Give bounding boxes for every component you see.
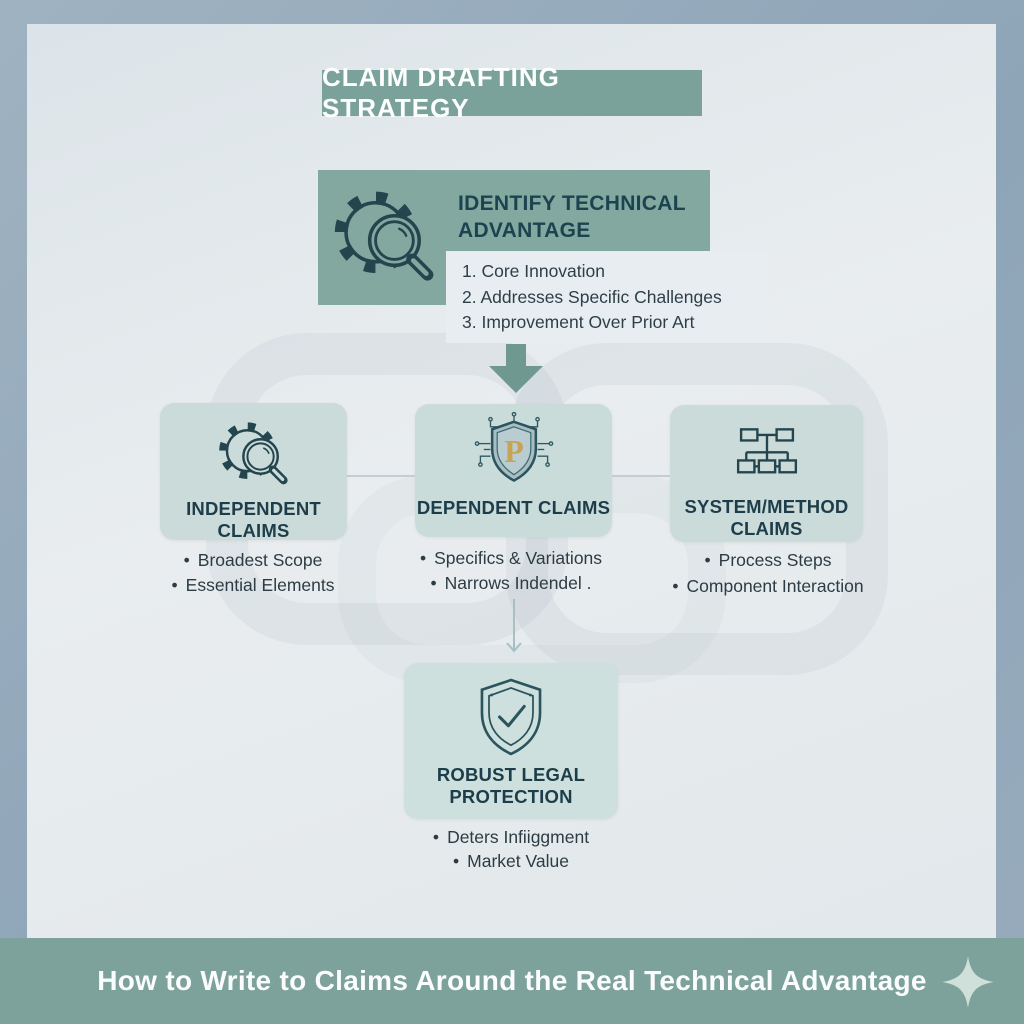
dependent-claims-card: DEPENDENT CLAIMS (415, 404, 612, 537)
gear-magnifier-icon (213, 413, 295, 495)
identify-criteria-list: 1. Core Innovation 2. Addresses Specific… (446, 251, 768, 343)
identify-advantage-title: IDENTIFY TECHNICAL ADVANTAGE (458, 192, 686, 242)
robust-legal-protection-card: ROBUST LEGAL PROTECTION (404, 663, 618, 819)
gear-magnifier-icon (326, 178, 444, 296)
footer-caption: How to Write to Claims Around the Real T… (97, 965, 927, 996)
dependent-claims-bullets: Specifics & Variations Narrows Indendel … (405, 546, 617, 596)
sparkle-icon (940, 954, 996, 1010)
list-item-1: 1. Core Innovation (462, 261, 606, 281)
bullet-item: Broadest Scope (153, 548, 353, 573)
bullet-item: Market Value (404, 849, 618, 873)
bullet-text: Specifics & Variations (434, 548, 603, 568)
bullet-item: Deters Infiiggment (404, 825, 618, 849)
bullet-text: Broadest Scope (197, 550, 323, 570)
bullet-text: Market Value (467, 851, 569, 871)
bullet-text: Essential Elements (185, 575, 335, 595)
connector-line-right (612, 475, 670, 477)
system-method-claims-title: SYSTEM/METHOD CLAIMS (684, 496, 849, 539)
bullet-text: Component Interaction (686, 576, 864, 596)
thin-down-arrow-icon (506, 599, 522, 653)
outcome-bullets: Deters Infiiggment Market Value (404, 825, 618, 873)
list-item-3: 3. Improvement Over Prior Art (462, 312, 695, 332)
bullet-item: Component Interaction (660, 573, 876, 599)
independent-claims-title: INDEPENDENT CLAIMS (186, 498, 321, 541)
connector-line-left (347, 475, 415, 477)
shield-check-icon (467, 673, 555, 761)
page-title: CLAIM DRAFTING STRATEGY (322, 62, 560, 123)
system-method-claims-bullets: Process Steps Component Interaction (660, 547, 876, 599)
footer-bar: How to Write to Claims Around the Real T… (0, 938, 1024, 1024)
independent-claims-bullets: Broadest Scope Essential Elements (153, 548, 353, 598)
dependent-claims-title: DEPENDENT CLAIMS (416, 497, 611, 518)
down-arrow-icon (489, 344, 543, 393)
page-title-bar: CLAIM DRAFTING STRATEGY (322, 62, 702, 123)
bullet-item: Essential Elements (153, 573, 353, 598)
system-method-claims-card: SYSTEM/METHOD CLAIMS (670, 405, 863, 542)
independent-claims-card: INDEPENDENT CLAIMS (160, 403, 347, 541)
robust-legal-protection-title: ROBUST LEGAL PROTECTION (436, 764, 586, 807)
bullet-item: Specifics & Variations (405, 546, 617, 571)
bullet-text: Narrows Indendel . (444, 573, 592, 593)
bullet-text: Process Steps (718, 550, 832, 570)
shield-p-circuit-icon (472, 410, 556, 494)
flowchart-icon (730, 419, 804, 493)
bullet-item: Process Steps (660, 547, 876, 573)
bullet-item: Narrows Indendel . (405, 571, 617, 596)
bullet-text: Deters Infiiggment (447, 827, 590, 847)
list-item-2: 2. Addresses Specific Challenges (462, 286, 722, 307)
